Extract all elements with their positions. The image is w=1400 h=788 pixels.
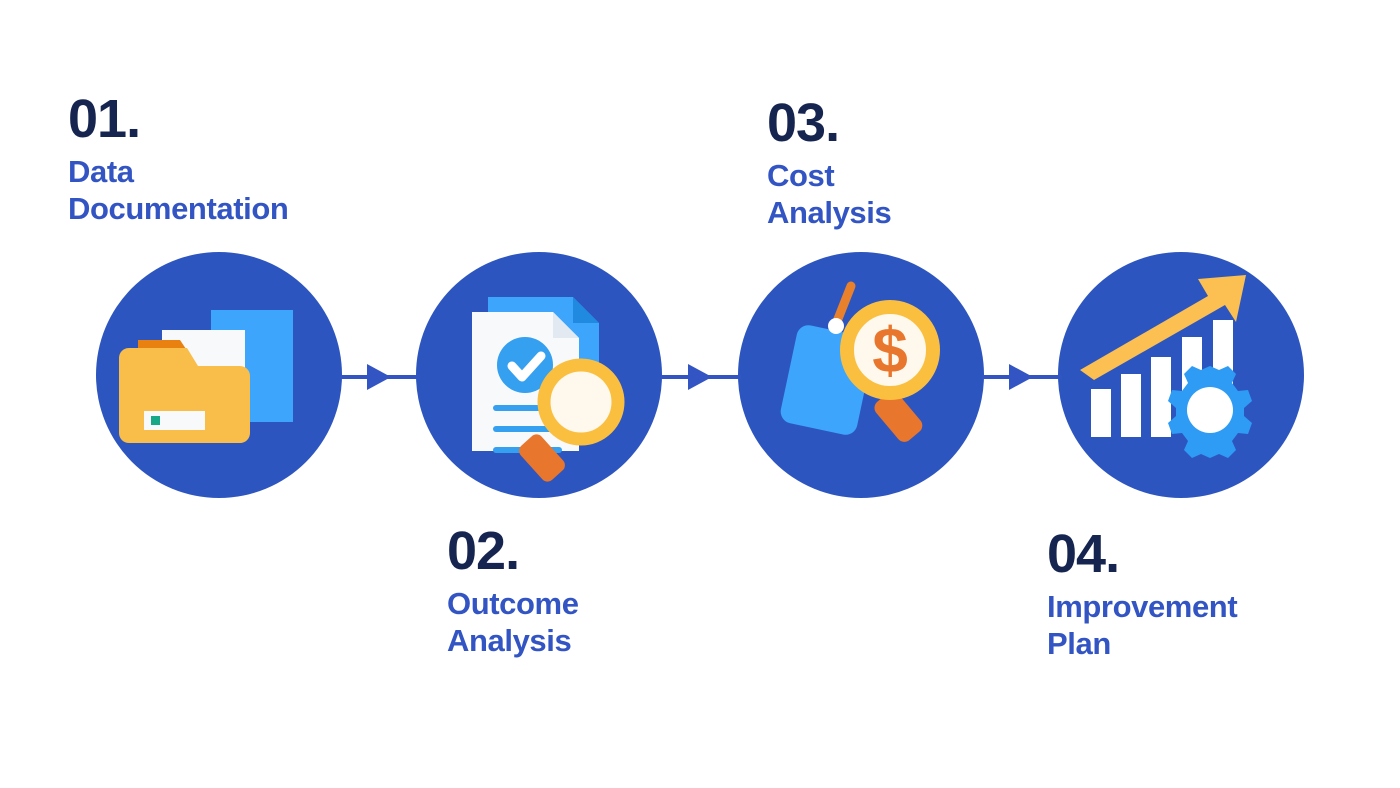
step-label-2: 02. Outcome Analysis (447, 524, 579, 659)
step-circle-1[interactable] (96, 252, 342, 498)
step-circle-3[interactable]: $ (738, 252, 984, 498)
price-tag-dollar-magnifier-icon: $ (780, 281, 940, 442)
step-title-1: Data Documentation (68, 154, 289, 226)
arrow-right-icon (982, 364, 1062, 390)
step-title-3: Cost Analysis (767, 158, 892, 230)
step-circle-4[interactable] (1058, 252, 1304, 498)
folder-documents-icon (119, 310, 293, 443)
document-checkmark-magnifier-icon (472, 297, 625, 482)
step-label-4: 04. Improvement Plan (1047, 524, 1238, 662)
step-number-3: 03. (767, 93, 840, 153)
step-label-1: 01. Data Documentation (68, 89, 289, 227)
step-number-1: 01. (68, 89, 141, 149)
step-number-4: 04. (1047, 524, 1120, 584)
svg-text:$: $ (872, 314, 908, 386)
connector-1-2 (340, 360, 420, 394)
growth-chart-gear-icon (1080, 275, 1252, 458)
step-label-3: 03. Cost Analysis (767, 93, 892, 231)
arrow-right-icon (340, 364, 420, 390)
connector-2-3 (661, 360, 741, 394)
step-title-4: Improvement Plan (1047, 589, 1238, 661)
connector-3-4 (982, 360, 1062, 394)
step-number-2: 02. (447, 521, 520, 581)
step-circle-2[interactable] (416, 252, 662, 498)
step-title-2: Outcome Analysis (447, 586, 579, 658)
arrow-right-icon (661, 364, 741, 390)
